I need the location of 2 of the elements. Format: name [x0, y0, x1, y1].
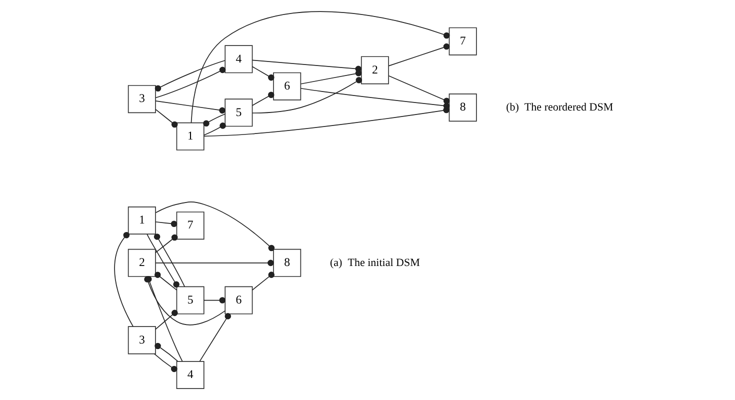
label: (a) The initial DSM [329, 256, 420, 269]
label: (b) The reordered DSM [506, 101, 613, 114]
